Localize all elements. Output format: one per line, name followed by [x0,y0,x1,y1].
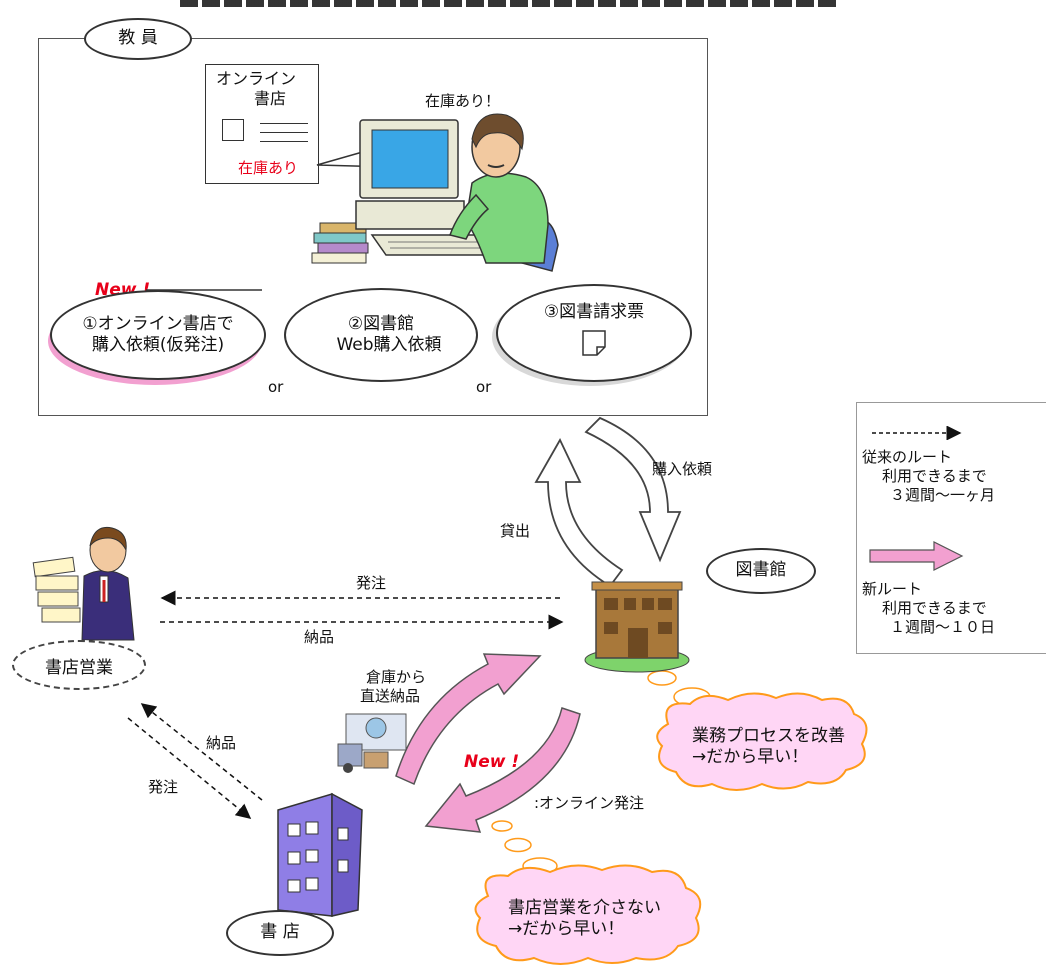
text-lines-icon [260,123,308,142]
purchase-request-label: 購入依頼 [652,460,713,478]
option3-label: ③図書請求票 [543,302,645,323]
lending-label: 貸出 [500,522,531,540]
option2-web-request: ②図書館 Web購入依頼 [284,288,478,382]
library-cloud [656,692,868,791]
online-order-label: :オンライン発注 [534,794,645,812]
legend-new-line3: １週間〜１０日 [890,618,996,636]
bookstore-label: 書 店 [226,910,334,956]
pink-arrow-to-bookstore [424,707,581,833]
library-label: 図書館 [706,548,816,594]
order-arrow-left [127,717,252,819]
legend-new-line2: 利用できるまで [882,599,987,617]
cropped-title [180,0,840,8]
purchase-request-arrow [584,416,682,563]
library-bubble-line1: 業務プロセスを改善 [692,726,845,746]
or-1: or [268,378,284,396]
delivery-arrow-left [140,703,263,801]
library-building-illustration [584,581,690,673]
option2-line1: ②図書館 [347,313,415,334]
bookstore-bubble-line1: 書店営業を介さない [508,898,661,918]
option1-line2: 購入依頼(仮発注) [91,335,225,355]
or-2: or [476,378,492,396]
legend-new-route-arrow [869,541,964,571]
warehouse-truck-icon [337,713,407,773]
order-top-label: 発注 [356,574,387,592]
bookstore-sales-label: 書店営業 [12,640,146,690]
bookstore-bubble-text: 書店営業を介さない →だから早い！ [508,898,661,941]
speech-in-stock: 在庫あり！ [425,92,501,110]
legend-old-line2: 利用できるまで [882,467,987,485]
panel-line1: オンライン [216,69,297,88]
order-left-label: 発注 [148,778,179,796]
library-bubble-text: 業務プロセスを改善 →だから早い！ [692,726,845,769]
delivery-top-label: 納品 [304,628,335,646]
document-icon [582,329,606,356]
bookstore-sales-person [32,526,135,641]
bookstore-building-illustration [277,792,363,917]
delivery-left-label: 納品 [206,734,237,752]
option1-line1: ①オンライン書店で [82,313,234,334]
online-store-panel: オンライン 書店 在庫あり [205,64,319,184]
legend-box [856,402,1046,654]
panel-line2: 書店 [254,89,287,108]
legend-old-line3: ３週間〜一ヶ月 [890,486,996,504]
option1-online-request: ①オンライン書店で 購入依頼(仮発注) [50,290,266,380]
panel-stock: 在庫あり [238,159,299,177]
warehouse-label-1: 倉庫から [366,668,427,686]
bookstore-bubble-line2: →だから早い！ [508,919,625,940]
new-route-tag: New ! [464,752,520,772]
pink-arrow-to-library [395,653,542,786]
library-bubble-line2: →だから早い！ [692,747,809,768]
book-box-icon [222,119,244,141]
bookstore-cloud [474,864,702,965]
warehouse-label-2: 直送納品 [360,687,421,705]
legend-new-line1: 新ルート [862,580,923,598]
legend-old-line1: 従来のルート [862,448,953,466]
lending-arrow [534,438,624,588]
option2-line2: Web購入依頼 [336,335,442,355]
teacher-label: 教 員 [84,18,192,60]
option3-request-slip: ③図書請求票 [496,284,692,382]
teacher-computer-illustration [311,113,559,272]
legend-old-route-arrow [872,426,962,440]
